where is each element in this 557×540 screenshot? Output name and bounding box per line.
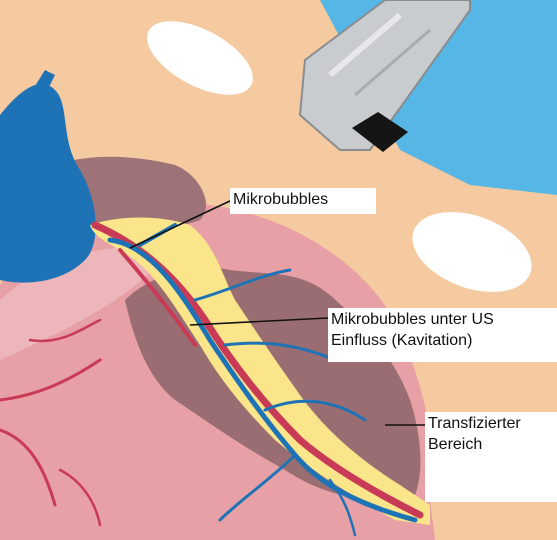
label-microbubbles: Mikrobubbles — [230, 188, 376, 214]
label-cavitation: Mikrobubbles unter US Einfluss (Kavitati… — [328, 308, 557, 362]
label-microbubbles-text: Mikrobubbles — [233, 189, 373, 210]
label-cavitation-line2: Einfluss (Kavitation) — [331, 330, 557, 351]
label-transfected-line1: Transfizierter — [428, 413, 557, 434]
label-transfected-line2: Bereich — [428, 434, 557, 455]
label-transfected-area: Transfizierter Bereich — [425, 412, 557, 502]
label-cavitation-line1: Mikrobubbles unter US — [331, 309, 557, 330]
